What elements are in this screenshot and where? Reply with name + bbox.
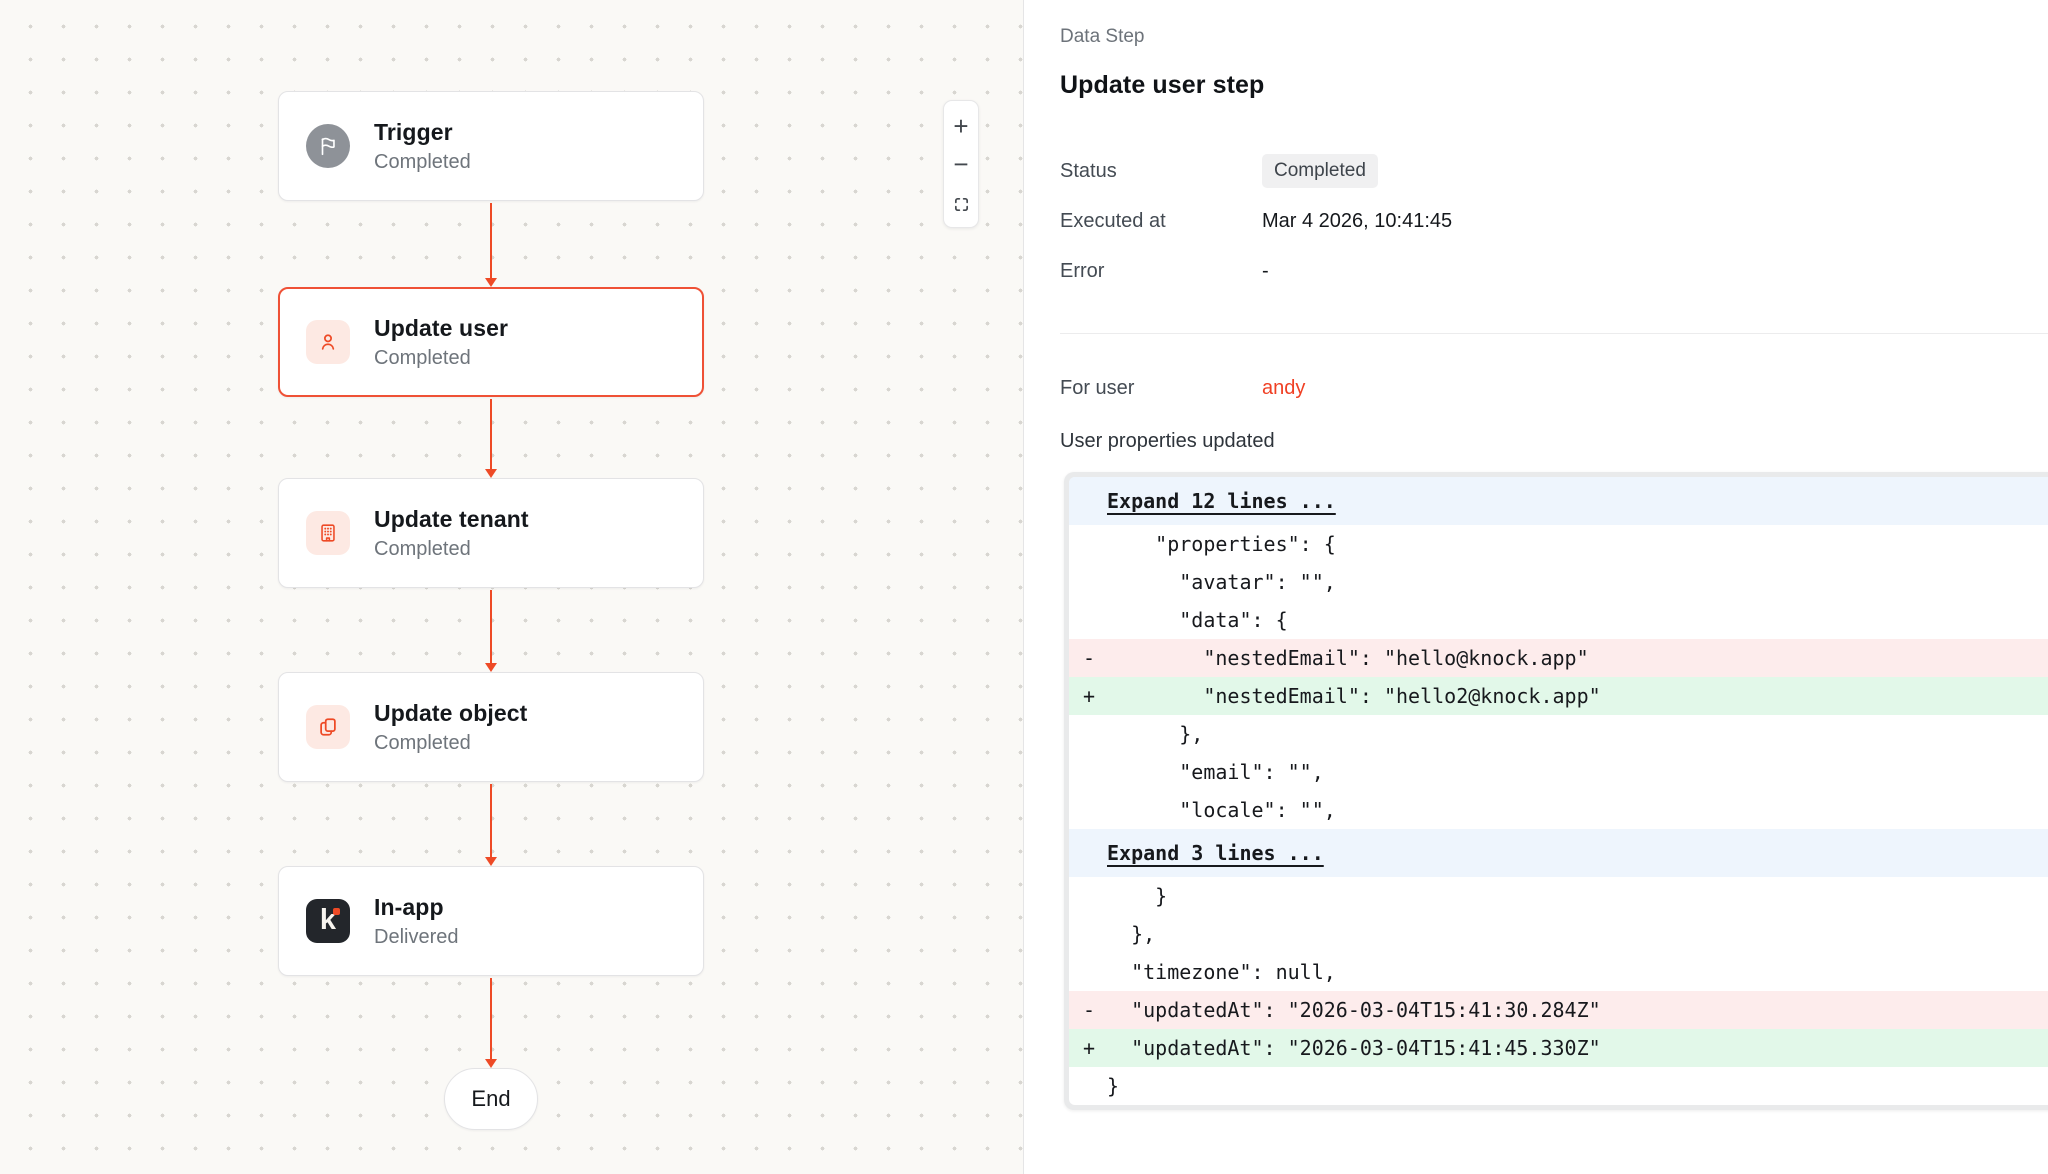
diff-sign-minus: - (1083, 998, 1096, 1022)
field-label: Status (1060, 159, 1117, 182)
node-title: Update user (374, 314, 509, 341)
diff-code: "updatedAt": "2026-03-04T15:41:30.284Z" (1107, 998, 1601, 1022)
fit-view-button[interactable] (943, 183, 979, 221)
diff-expand-row: Expand 3 lines ... (1069, 829, 2048, 877)
diff-sign-minus: - (1083, 646, 1096, 670)
field-row-error: Error - (1060, 246, 2048, 296)
expand-lines-link[interactable]: Expand 12 lines ... (1107, 489, 1336, 513)
diff-code: }, (1107, 722, 1204, 746)
step-fields: Status Completed Executed at Mar 4 2026,… (1060, 146, 2048, 296)
diff-line: } (1069, 1067, 2048, 1105)
diff-sign-plus: + (1083, 684, 1096, 708)
node-status: Completed (374, 346, 471, 369)
diff-code-area: Expand 12 lines ... "properties": { "ava… (1069, 477, 2048, 1105)
field-row-executed-at: Executed at Mar 4 2026, 10:41:45 (1060, 196, 2048, 246)
user-icon (306, 320, 350, 364)
knock-logo-icon: k (306, 899, 350, 943)
node-status: Delivered (374, 925, 459, 948)
user-properties-diff-box: Expand 12 lines ... "properties": { "ava… (1064, 472, 2048, 1110)
diff-line: "properties": { (1069, 525, 2048, 563)
diff-line: }, (1069, 715, 2048, 753)
user-link[interactable]: andy (1262, 376, 1306, 399)
end-label: End (471, 1086, 511, 1111)
diff-expand-row: Expand 12 lines ... (1069, 477, 2048, 525)
node-status: Completed (374, 537, 471, 560)
field-label: Executed at (1060, 209, 1166, 232)
connector-arrow (485, 399, 497, 478)
connector-arrow (485, 590, 497, 672)
error-value: - (1262, 259, 1269, 282)
workflow-node-update-tenant[interactable]: Update tenant Completed (278, 478, 704, 588)
diff-code: }, (1107, 922, 1156, 946)
knock-letter: k (319, 903, 337, 936)
diff-code: } (1107, 884, 1168, 908)
workflow-node-in-app[interactable]: k In-app Delivered (278, 866, 704, 976)
workflow-end-node: End (444, 1068, 538, 1130)
diff-code: "properties": { (1107, 532, 1336, 556)
diff-code: "nestedEmail": "hello2@knock.app" (1107, 684, 1601, 708)
diff-code: "avatar": "", (1107, 570, 1336, 594)
executed-at-value: Mar 4 2026, 10:41:45 (1262, 209, 1453, 232)
workflow-node-update-user[interactable]: Update user Completed (278, 287, 704, 397)
diff-code: "data": { (1107, 608, 1288, 632)
connector-arrow (485, 203, 497, 287)
connector-arrow (485, 978, 497, 1068)
page-title: Update user step (1060, 71, 1265, 99)
workflow-node-update-object[interactable]: Update object Completed (278, 672, 704, 782)
diff-line: "locale": "", (1069, 791, 2048, 829)
connector-arrow (485, 784, 497, 866)
diff-line: "timezone": null, (1069, 953, 2048, 991)
building-icon (306, 511, 350, 555)
diff-code: "locale": "", (1107, 798, 1336, 822)
diff-code: "nestedEmail": "hello@knock.app" (1107, 646, 1589, 670)
diff-code: "email": "", (1107, 760, 1324, 784)
diff-line: } (1069, 877, 2048, 915)
diff-code: } (1107, 1074, 1120, 1098)
diff-line: }, (1069, 915, 2048, 953)
node-status: Completed (374, 150, 471, 173)
diff-code: "updatedAt": "2026-03-04T15:41:45.330Z" (1107, 1036, 1601, 1060)
node-title: Update tenant (374, 505, 529, 532)
node-title: Update object (374, 699, 528, 726)
field-row-for-user: For user andy (1060, 363, 1305, 413)
field-label: Error (1060, 259, 1105, 282)
diff-line: "data": { (1069, 601, 2048, 639)
field-label: For user (1060, 376, 1135, 399)
diff-line-added: + "updatedAt": "2026-03-04T15:41:45.330Z… (1069, 1029, 2048, 1067)
zoom-out-button[interactable]: − (943, 145, 979, 183)
diff-line-removed: - "updatedAt": "2026-03-04T15:41:30.284Z… (1069, 991, 2048, 1029)
step-detail-panel: Data Step Update user step Status Comple… (1024, 0, 2048, 1174)
node-status: Completed (374, 731, 471, 754)
step-type-label: Data Step (1060, 26, 1145, 47)
object-copy-icon (306, 705, 350, 749)
expand-lines-link[interactable]: Expand 3 lines ... (1107, 841, 1324, 865)
diff-line-added: + "nestedEmail": "hello2@knock.app" (1069, 677, 2048, 715)
section-divider (1060, 333, 2048, 334)
knock-notification-dot (333, 908, 340, 915)
canvas-zoom-controls: + − (943, 100, 979, 228)
diff-section-heading: User properties updated (1060, 430, 1275, 452)
zoom-in-button[interactable]: + (943, 107, 979, 145)
diff-line-removed: - "nestedEmail": "hello@knock.app" (1069, 639, 2048, 677)
node-title: Trigger (374, 118, 453, 145)
status-badge: Completed (1262, 154, 1378, 188)
workflow-node-trigger[interactable]: Trigger Completed (278, 91, 704, 201)
diff-sign-plus: + (1083, 1036, 1096, 1060)
diff-line: "email": "", (1069, 753, 2048, 791)
diff-line: "avatar": "", (1069, 563, 2048, 601)
workflow-canvas[interactable]: Trigger Completed Update user Completed (0, 0, 1024, 1174)
flag-icon (306, 124, 350, 168)
field-row-status: Status Completed (1060, 146, 2048, 196)
node-title: In-app (374, 893, 444, 920)
diff-code: "timezone": null, (1107, 960, 1336, 984)
